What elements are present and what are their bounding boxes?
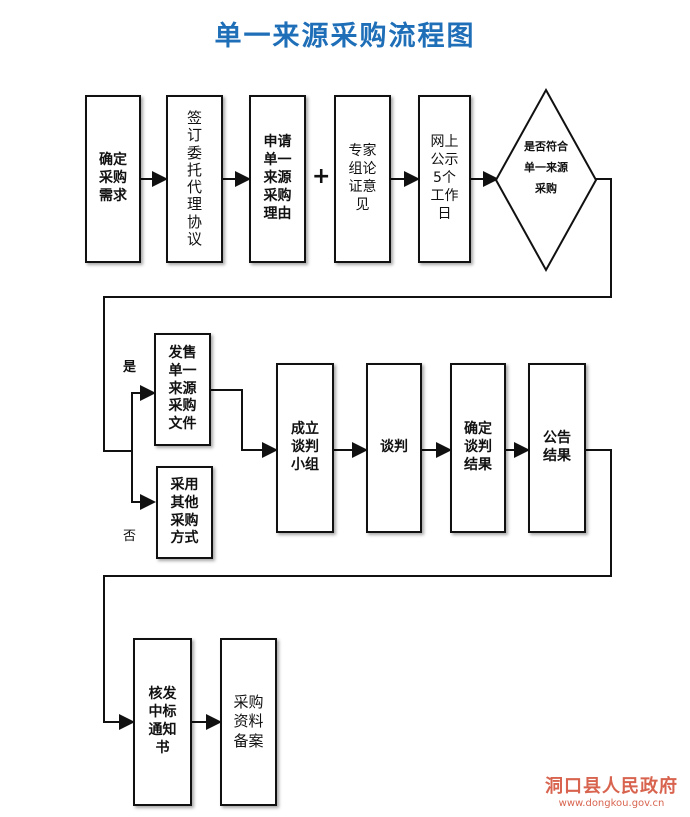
arrow-5 [211,389,278,458]
box-expert-opinion-label: 专家组论证意见 [348,143,377,213]
watermark-url: www.dongkou.gov.cn [558,798,665,809]
box-negotiate: 谈判 [366,363,422,533]
box-confirm-result: 确定谈判结果 [450,363,506,533]
decision-label: 是否符合单一来源采购 [524,140,568,195]
box-apply-reason-label: 申请单一来源采购理由 [263,134,292,222]
box-sell-docs-label: 发售单一来源采购文件 [168,344,197,433]
box-archive: 采购资料备案 [220,638,277,806]
box-sign-agency: 签订委托代理协议 [166,95,223,263]
watermark-name: 洞口县人民政府 [545,776,678,797]
box-issue-notice: 核发中标通知书 [133,638,192,806]
no-label: 否 [123,529,137,544]
watermark: 洞口县人民政府 www.dongkou.gov.cn [545,772,678,809]
yes-label: 是 [123,360,137,375]
box-publish: 网上公示5个工作日 [418,95,471,263]
box-other-method-label: 采用其他采购方式 [170,476,199,547]
box-apply-reason: 申请单一来源采购理由 [249,95,306,263]
box-form-group: 成立谈判小组 [276,363,334,533]
box-sign-agency-label: 签订委托代理协议 [186,109,202,248]
box-announce: 公告结果 [528,363,586,533]
box-expert-opinion: 专家组论证意见 [334,95,391,263]
box-negotiate-label: 谈判 [380,439,408,456]
box-issue-notice-label: 核发中标通知书 [148,686,177,756]
plus-sign: + [312,164,331,189]
box-other-method: 采用其他采购方式 [156,466,213,559]
box-confirm-result-label: 确定谈判结果 [463,421,492,473]
box-archive-label: 采购资料备案 [233,693,264,750]
connector-row2-row3 [103,449,612,730]
arrow-yes [131,385,156,451]
box-announce-label: 公告结果 [542,430,571,464]
page-title: 单一来源采购流程图 [214,21,476,52]
box-confirm-need-label: 确定采购需求 [98,152,127,204]
box-sell-docs: 发售单一来源采购文件 [154,333,211,446]
box-confirm-need: 确定采购需求 [85,95,141,263]
decision-diamond [494,87,598,273]
box-form-group-label: 成立谈判小组 [290,421,319,473]
box-publish-label: 网上公示5个工作日 [430,134,459,222]
arrow-no [131,451,156,510]
connector-row1-row2 [103,178,612,452]
